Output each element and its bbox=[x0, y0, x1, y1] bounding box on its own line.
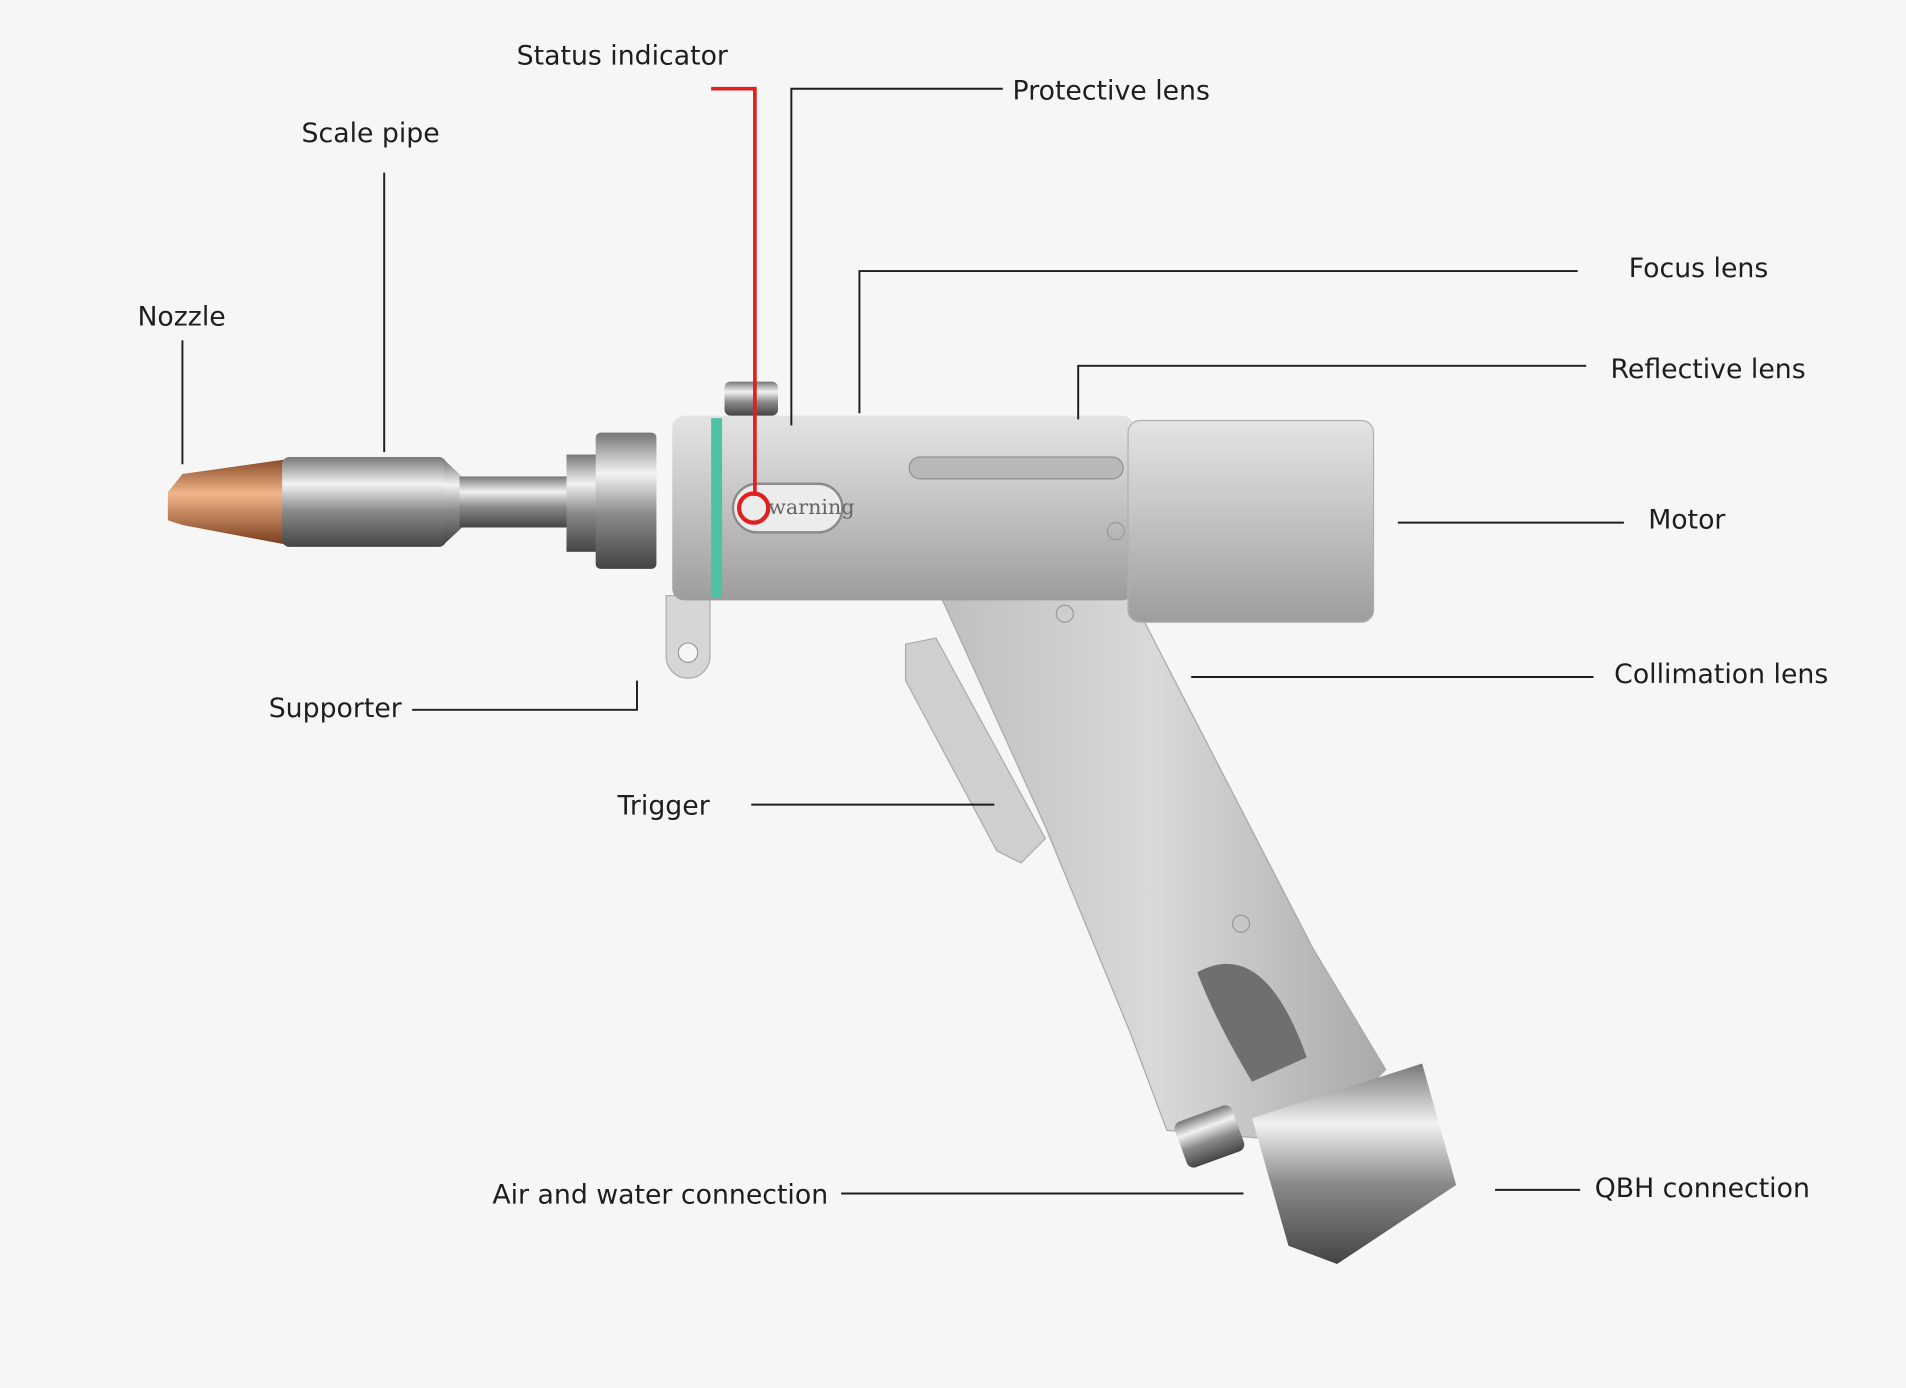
air-water-fitting bbox=[1174, 1105, 1245, 1168]
supporter-bracket bbox=[665, 594, 711, 679]
label-status-indicator: Status indicator bbox=[517, 40, 728, 71]
gun-illustration: warning bbox=[167, 381, 1457, 1265]
grip-slot bbox=[1197, 963, 1307, 1082]
green-ring bbox=[711, 418, 723, 598]
label-air-water-connection: Air and water connection bbox=[492, 1179, 828, 1210]
label-nozzle: Nozzle bbox=[137, 302, 225, 333]
label-supporter: Supporter bbox=[269, 693, 402, 724]
nozzle-tip bbox=[167, 459, 286, 545]
label-collimation-lens: Collimation lens bbox=[1614, 659, 1828, 690]
screw bbox=[1106, 522, 1125, 541]
body-slot bbox=[908, 456, 1124, 480]
warning-badge-text: warning bbox=[768, 495, 854, 519]
status-indicator-highlight bbox=[736, 491, 771, 525]
label-qbh-connection: QBH connection bbox=[1595, 1173, 1810, 1204]
label-protective-lens: Protective lens bbox=[1013, 76, 1210, 107]
screw bbox=[1231, 914, 1251, 933]
motor-housing bbox=[1127, 419, 1375, 623]
status-leader-line bbox=[711, 86, 757, 496]
leader-reflective-lens bbox=[1077, 364, 1587, 420]
pipe-taper bbox=[443, 459, 462, 545]
callout-status-indicator: Status indicator bbox=[517, 40, 771, 525]
supporter-hole bbox=[677, 642, 699, 664]
trigger-shape bbox=[904, 637, 1047, 864]
callouts: Protective lens Scale pipe Nozzle Focus … bbox=[137, 76, 1828, 1211]
label-motor: Motor bbox=[1648, 505, 1725, 536]
screw bbox=[1055, 604, 1074, 623]
leader-focus-lens bbox=[858, 270, 1578, 414]
qbh-connector bbox=[1251, 1063, 1457, 1265]
knurled-ring bbox=[595, 432, 657, 569]
shaft bbox=[459, 476, 572, 528]
label-trigger: Trigger bbox=[617, 790, 710, 821]
label-reflective-lens: Reflective lens bbox=[1611, 354, 1806, 385]
label-focus-lens: Focus lens bbox=[1629, 253, 1769, 284]
leader-protective-lens bbox=[790, 87, 1003, 426]
label-scale-pipe: Scale pipe bbox=[302, 118, 440, 149]
scale-pipe bbox=[282, 456, 447, 547]
hex-nut bbox=[566, 454, 601, 552]
leader-supporter bbox=[412, 680, 638, 711]
top-knob bbox=[724, 381, 778, 416]
